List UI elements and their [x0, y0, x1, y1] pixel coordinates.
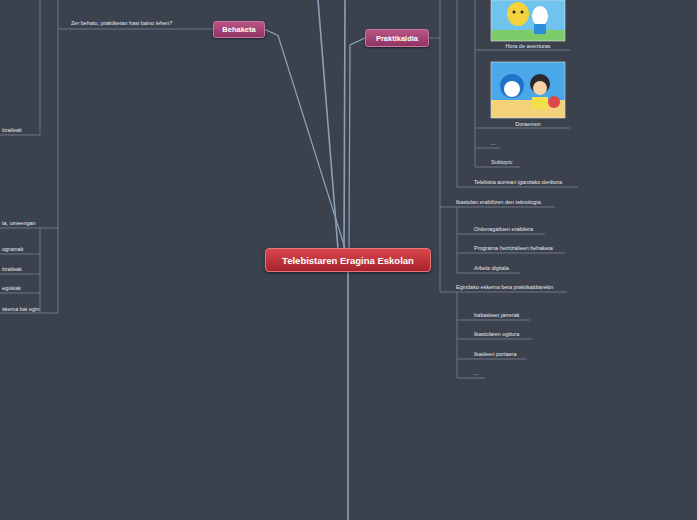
subtopic-text: skema bat egin	[2, 306, 39, 313]
subtopic-text: Egindako eskema beta praktikaldiarekin	[456, 284, 553, 291]
subtopic-text: Arbela digitala	[474, 265, 509, 272]
topic-text: Behaketa	[222, 25, 255, 34]
subtopic-text: itzaileak	[2, 127, 22, 134]
image-caption: Doraemon	[515, 121, 541, 128]
subtopic-text: Programa hezitzaileen behaketa	[474, 245, 553, 252]
subtopic-text: ...	[474, 370, 479, 377]
subtopic-text: Ikastolaren egitura	[474, 331, 519, 338]
subtopic-text: Telebista aurrean igarotako denbora	[474, 179, 562, 186]
subtopic-text: Subtopic	[491, 159, 512, 166]
subtopic-text: Ikasleen portaera	[474, 351, 517, 358]
subtopic-text: itzaileak	[2, 266, 22, 273]
topic-text: Praktikaldia	[376, 34, 418, 43]
image-caption: Hora de aventuras	[505, 43, 550, 50]
branch-connector	[265, 30, 345, 249]
subtopic-text: egokiak	[2, 285, 21, 292]
subtopic-text: Irakasleen jarrerak	[474, 312, 520, 319]
subtopic-text: ...	[491, 140, 496, 147]
subtopic-text: ta, umeengan	[2, 220, 36, 227]
subtopic-text: Ikastolan erabiltzen den teknologia	[456, 199, 541, 206]
subtopic-text: Ordenagailuen erabilera	[474, 226, 533, 233]
subtopic-text: ogramak	[2, 246, 23, 253]
branch-connector	[349, 38, 365, 248]
subtopic-text: Zer behatu, praktiketan hasi baino lehen…	[71, 20, 172, 27]
main-topic: Praktikaldia	[365, 29, 429, 47]
main-topic: Behaketa	[213, 21, 265, 38]
topic-text: Telebistaren Eragina Eskolan	[282, 255, 414, 266]
central-topic: Telebistaren Eragina Eskolan	[265, 248, 431, 272]
